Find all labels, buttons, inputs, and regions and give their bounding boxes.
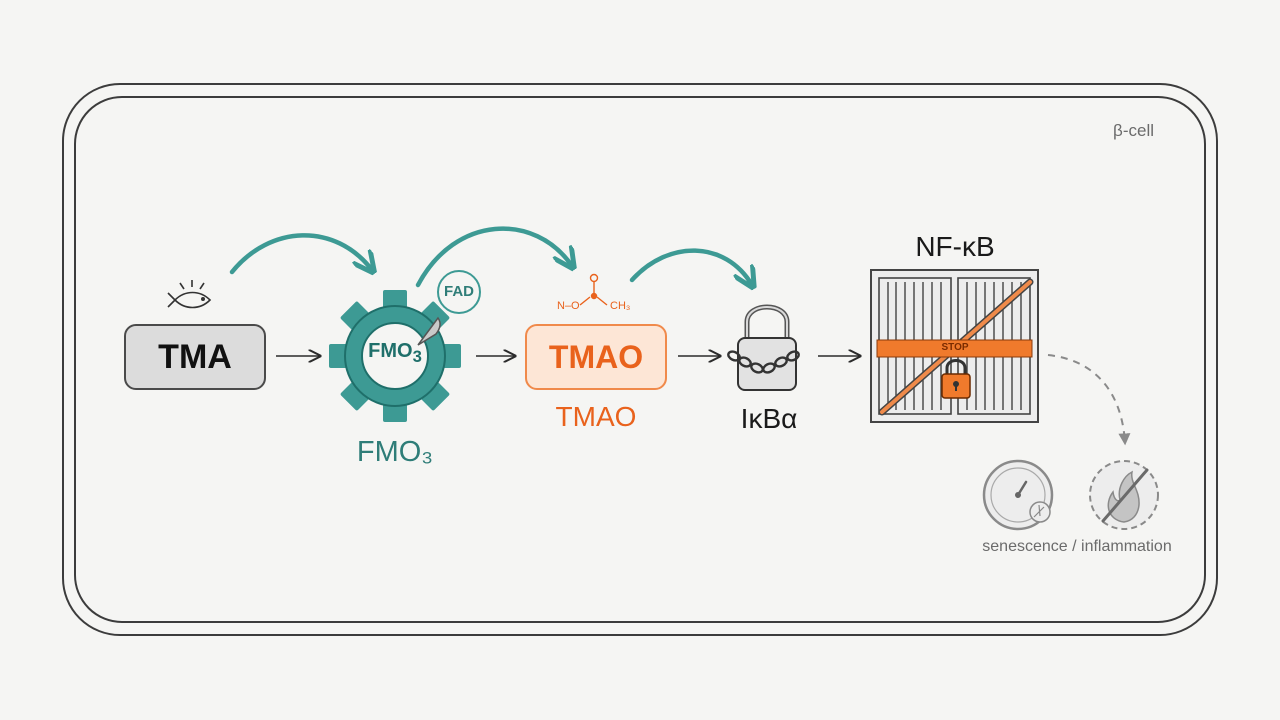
clock-icon bbox=[982, 459, 1054, 531]
tma-node: TMA bbox=[124, 324, 266, 390]
cell-membrane-outer bbox=[62, 83, 1218, 636]
gear-pointer-icon bbox=[417, 316, 441, 346]
fad-label: FAD bbox=[444, 283, 474, 300]
fmo3-gear-text: FMO bbox=[368, 340, 413, 362]
cage-lock-icon bbox=[941, 359, 971, 399]
nfkb-label: NF-κB bbox=[915, 231, 995, 262]
curved-arrow-tmao-ikba bbox=[629, 248, 752, 285]
tmao-node: TMAO bbox=[525, 324, 667, 390]
molecule-n-label: N–O bbox=[557, 300, 580, 312]
padlock-chain-icon bbox=[727, 304, 800, 391]
cell-membrane-inner bbox=[74, 96, 1206, 623]
fad-badge-icon bbox=[437, 270, 481, 314]
outcome-label: senescence / inflammation bbox=[982, 538, 1172, 555]
dashed-arrow-nfkb-outcome bbox=[1047, 354, 1131, 446]
fmo3-gear-subscript: 3 bbox=[412, 347, 422, 366]
molecule-icon bbox=[579, 273, 608, 306]
gear-icon bbox=[329, 290, 461, 422]
curved-arrow-fmo3-tmao bbox=[415, 226, 572, 288]
molecule-ch3-label: CH₃ bbox=[610, 300, 631, 312]
stop-label: STOP bbox=[941, 342, 969, 353]
stop-bar-icon bbox=[876, 339, 1033, 358]
ikba-label: IκBα bbox=[740, 403, 798, 434]
flame-crossed-icon bbox=[1089, 460, 1159, 530]
fish-icon bbox=[167, 280, 212, 309]
fmo3-label: FMO₃ bbox=[356, 436, 434, 468]
fmo3-gear-label: FMO3 bbox=[345, 340, 445, 367]
curved-arrow-tma-fmo3 bbox=[229, 233, 372, 272]
cell-label: β-cell bbox=[1113, 121, 1154, 140]
tmao-label: TMAO bbox=[555, 401, 637, 432]
